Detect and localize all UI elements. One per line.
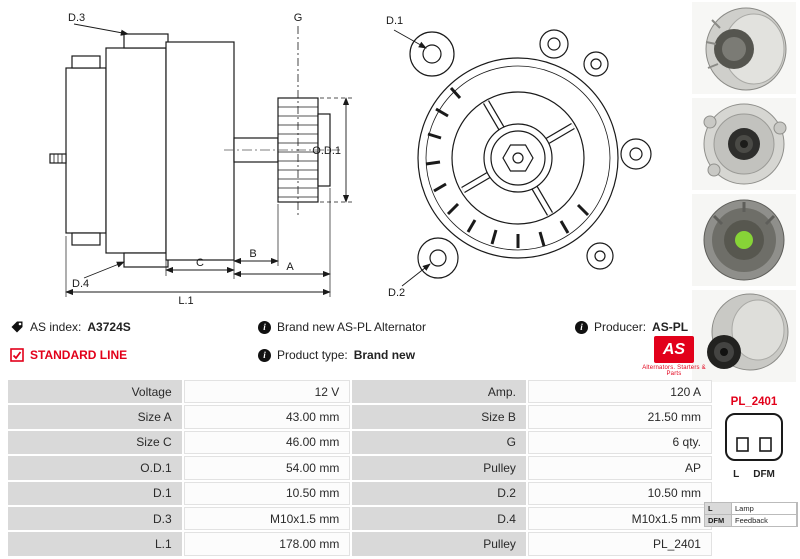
spec-label-cell: Voltage (8, 380, 182, 404)
product-photo-1 (692, 2, 796, 94)
spec-label-cell: G (352, 430, 526, 455)
product-type-label: Product type: (277, 348, 348, 362)
dim-label-g: G (294, 12, 303, 24)
plug-pin-dfm: DFM (753, 469, 775, 480)
producer-row: Producer: AS-PL (575, 320, 688, 334)
tag-icon (11, 321, 23, 333)
product-type-value: Brand new (353, 348, 416, 362)
as-pl-logo-mark: AS (654, 336, 694, 363)
dim-label-d3: D.3 (68, 12, 85, 24)
spec-value-cell: 21.50 mm (527, 405, 712, 429)
info-icon (258, 348, 271, 362)
spec-value-cell: 54.00 mm (183, 456, 351, 480)
as-index-value: A3724S (87, 320, 131, 334)
plug-block: PL_2401 L DFM (710, 396, 798, 480)
spec-value-cell: 10.50 mm (183, 481, 351, 505)
legend-value: Feedback (732, 515, 796, 526)
plug-code: PL_2401 (730, 396, 778, 408)
dim-label-d2: D.2 (388, 287, 405, 299)
pin-legend-table: L Lamp DFM Feedback (704, 502, 798, 527)
spec-label-cell: Pulley (352, 532, 526, 556)
product-photo-3 (692, 194, 796, 286)
spec-value-cell: 46.00 mm (183, 430, 351, 455)
brand-new-row: Brand new AS-PL Alternator (258, 320, 426, 334)
product-photo-2 (692, 98, 796, 190)
spec-value-cell: 10.50 mm (527, 481, 712, 505)
spec-label-cell: Size A (8, 405, 182, 429)
spec-label-cell: L.1 (8, 532, 182, 556)
standard-line-label: STANDARD LINE (30, 348, 128, 362)
as-pl-logo-tagline: Alternators. Starters & Parts (642, 365, 706, 377)
spec-value-cell: 6 qty. (527, 430, 712, 455)
side-view-drawing: D.3 D.4 G O.D.1 C B A L.1 (28, 6, 363, 311)
product-type-row: Product type: Brand new (258, 348, 415, 362)
dim-label-od1: O.D.1 (312, 145, 341, 157)
spec-value-cell: AP (527, 456, 712, 480)
legend-key: L (705, 503, 731, 514)
spec-label-cell: D.4 (352, 506, 526, 531)
info-icon (575, 320, 588, 334)
dim-label-a: A (286, 261, 294, 273)
spec-value-cell: M10x1.5 mm (183, 506, 351, 531)
dim-label-d4: D.4 (72, 278, 89, 290)
as-index-row: AS index: A3724S (10, 320, 131, 334)
spec-label-cell: Amp. (352, 380, 526, 404)
brand-new-text: Brand new AS-PL Alternator (277, 320, 426, 334)
spec-label-cell: D.3 (8, 506, 182, 531)
plug-drawing (725, 413, 783, 461)
dim-label-d1: D.1 (386, 15, 403, 27)
spec-value-cell: 12 V (183, 380, 351, 404)
spec-value-cell: PL_2401 (527, 532, 712, 556)
spec-label-cell: D.1 (8, 481, 182, 505)
legend-value: Lamp (732, 503, 796, 514)
producer-value: AS-PL (652, 320, 689, 334)
spec-value-cell: 120 A (527, 380, 712, 404)
dim-label-b: B (249, 248, 256, 260)
dim-label-c: C (196, 257, 204, 269)
legend-key: DFM (705, 515, 731, 526)
standard-line-row: STANDARD LINE (10, 348, 127, 362)
dim-label-l1: L.1 (178, 295, 193, 306)
spec-value-cell: 178.00 mm (183, 532, 351, 556)
spec-label-cell: Size B (352, 405, 526, 429)
product-photo-column (692, 2, 796, 382)
as-pl-logo: AS Alternators. Starters & Parts (634, 336, 714, 377)
producer-label: Producer: (594, 320, 647, 334)
spec-label-cell: D.2 (352, 481, 526, 505)
as-index-label: AS index: (30, 320, 82, 334)
spec-value-cell: 43.00 mm (183, 405, 351, 429)
spec-label-cell: O.D.1 (8, 456, 182, 480)
checkbox-checked-icon (10, 348, 24, 362)
front-view-drawing: D.1 D.2 (368, 6, 668, 311)
info-icon (258, 320, 271, 334)
plug-pin-l: L (733, 469, 740, 480)
spec-table: Voltage 12 V Amp. 120 A Size A 43.00 mm … (8, 380, 712, 556)
spec-label-cell: Size C (8, 430, 182, 455)
product-photo-4 (692, 290, 796, 382)
spec-label-cell: Pulley (352, 456, 526, 480)
spec-value-cell: M10x1.5 mm (527, 506, 712, 531)
